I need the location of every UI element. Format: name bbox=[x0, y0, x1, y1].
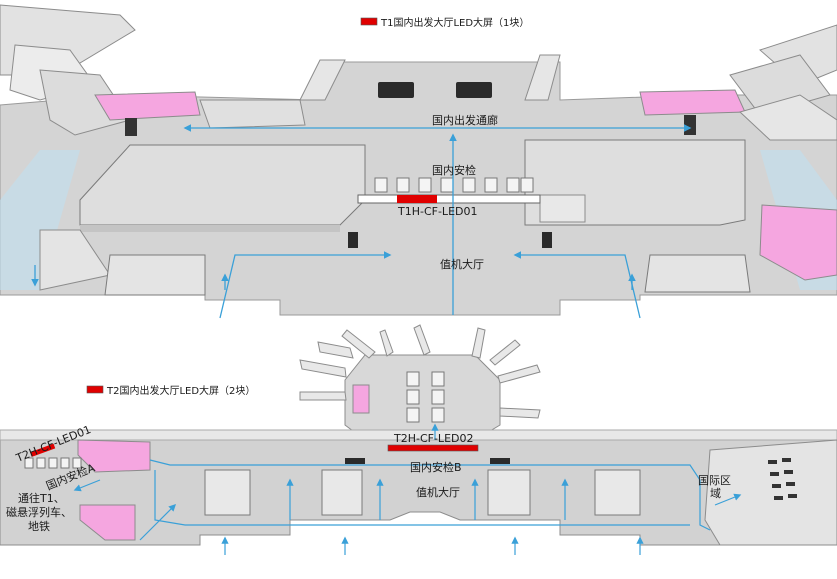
t1-led-screen bbox=[397, 195, 437, 203]
t2-pink-zone-south bbox=[79, 504, 136, 541]
t2-legend-text: T2国内出发大厅LED大屏（2块） bbox=[106, 384, 255, 397]
t1-corridor-label: 国内出发通廊 bbox=[432, 113, 498, 127]
t2-exit-label-1: 通往T1、 bbox=[18, 491, 65, 505]
t2-screen-center-label: T2H-CF-LED02 bbox=[393, 432, 473, 445]
t1-security-wall bbox=[357, 194, 541, 204]
t2-flow-arrows bbox=[73, 423, 742, 555]
t2-checkin-label: 值机大厅 bbox=[416, 485, 460, 499]
t1-checkin-label: 值机大厅 bbox=[440, 257, 484, 271]
t2-international-label-1: 国际区 bbox=[698, 474, 731, 487]
t2-international-label-2: 域 bbox=[710, 487, 721, 500]
t2-terminal: T2H-CF-LED02 国内安检B 值机大厅 国际区 域 T2H-CF-LED… bbox=[0, 324, 837, 555]
t1-screen-label: T1H-CF-LED01 bbox=[397, 205, 477, 218]
t1-security-label: 国内安检 bbox=[432, 163, 476, 177]
t1-legend-text: T1国内出发大厅LED大屏（1块） bbox=[380, 16, 529, 29]
t1-pink-zone-left bbox=[94, 91, 201, 121]
t1-glass-facade bbox=[0, 150, 80, 290]
t1-pink-zone-right bbox=[639, 89, 746, 116]
t2-security-a-lanes bbox=[24, 457, 82, 469]
t1-legend-swatch bbox=[360, 17, 378, 26]
t1-block-left bbox=[79, 144, 366, 226]
t1-security-lanes bbox=[374, 177, 534, 193]
t2-exit-label-3: 地铁 bbox=[28, 520, 50, 533]
t2-legend-swatch bbox=[86, 385, 104, 394]
t1-pink-zone-east bbox=[759, 204, 837, 281]
t1-flow-arrows bbox=[31, 124, 692, 319]
t2-led-screen-center bbox=[387, 444, 479, 452]
t2-pink-zone-pier bbox=[352, 384, 370, 414]
t2-exit-label-2: 磁悬浮列车、 bbox=[6, 505, 72, 519]
t2-international-area bbox=[704, 439, 837, 546]
t2-led-screen-left bbox=[30, 443, 56, 457]
t2-pink-zone-north bbox=[77, 439, 151, 473]
t1-legend: T1国内出发大厅LED大屏（1块） bbox=[360, 16, 529, 29]
t1-terminal: 国内出发通廊 国内安检 T1H-CF-LED01 值机大厅 bbox=[0, 4, 837, 319]
t2-legend: T2国内出发大厅LED大屏（2块） bbox=[86, 384, 255, 397]
t2-security-b-label: 国内安检B bbox=[410, 460, 462, 474]
